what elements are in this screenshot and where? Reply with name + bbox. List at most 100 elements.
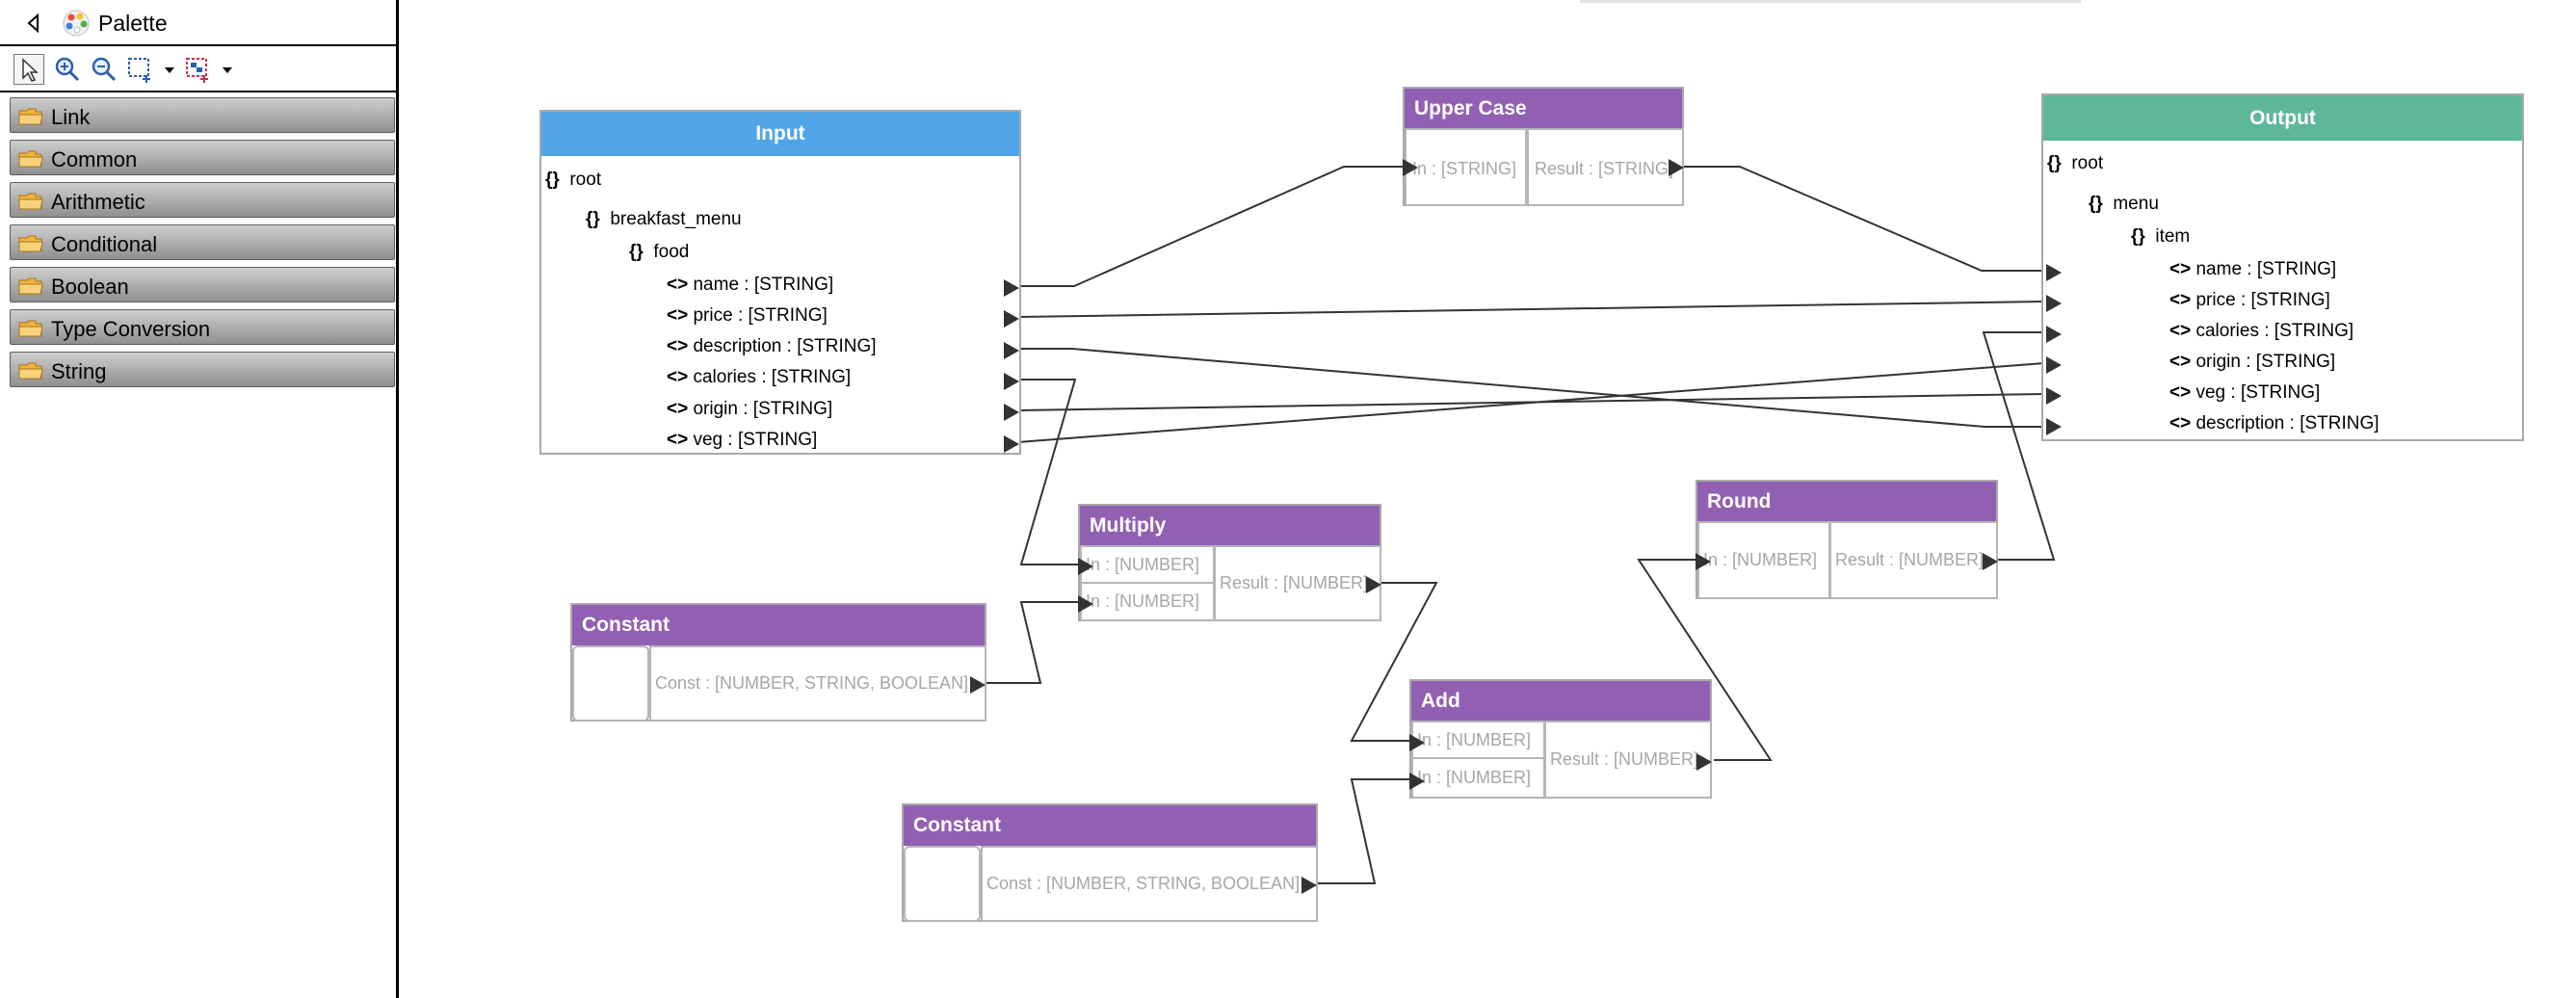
input-record-row[interactable]: {} food: [629, 242, 690, 262]
constant-output-connector[interactable]: Const : [NUMBER, STRING, BOOLEAN]: [981, 846, 1318, 922]
link-constant2-to-add: [1317, 778, 1409, 884]
constant-value-input[interactable]: [572, 645, 649, 722]
input-root-row[interactable]: {} root: [545, 170, 602, 190]
connector-label: In : [NUMBER]: [1086, 555, 1200, 574]
output-port-icon[interactable]: [1004, 435, 1019, 453]
drawer-common[interactable]: Common: [10, 140, 395, 175]
field-label: description : [STRING]: [693, 336, 877, 356]
input-field-description[interactable]: <> description : [STRING]: [667, 336, 877, 356]
output-port-icon[interactable]: [1983, 553, 1998, 570]
round-input-connector[interactable]: In : [NUMBER]: [1697, 521, 1830, 599]
operator-title: Add: [1411, 681, 1710, 721]
input-field-price[interactable]: <> price : [STRING]: [667, 305, 828, 326]
input-port-icon[interactable]: [2046, 418, 2062, 435]
drawer-string[interactable]: String: [10, 352, 395, 387]
connector-label: In : [NUMBER]: [1417, 730, 1532, 749]
input-port-icon[interactable]: [1078, 595, 1093, 613]
drawer-type-conversion[interactable]: Type Conversion: [10, 309, 395, 345]
input-port-icon[interactable]: [1078, 558, 1093, 575]
folder-icon: [18, 361, 43, 381]
link-name-to-uppercase: [1018, 166, 1405, 287]
input-port-icon[interactable]: [2046, 295, 2062, 312]
input-field-veg[interactable]: <> veg : [STRING]: [667, 430, 818, 450]
output-root-row[interactable]: {} root: [2047, 153, 2104, 173]
output-field-name[interactable]: <> name : [STRING]: [2169, 259, 2337, 279]
input-field-origin[interactable]: <> origin : [STRING]: [667, 399, 833, 419]
output-port-icon[interactable]: [1004, 310, 1019, 328]
input-port-icon[interactable]: [1409, 773, 1425, 790]
input-port-icon[interactable]: [2046, 326, 2062, 343]
multiply-result-connector[interactable]: Result : [NUMBER]: [1214, 545, 1381, 621]
input-schema-node[interactable]: Input {} root {} breakfast_menu {} food …: [539, 110, 1021, 455]
output-record-row[interactable]: {} item: [2131, 226, 2191, 247]
drawer-label: Type Conversion: [51, 317, 211, 341]
connector-label: Result : [NUMBER]: [1220, 573, 1369, 592]
output-field-calories[interactable]: <> calories : [STRING]: [2169, 321, 2354, 341]
input-port-icon[interactable]: [1695, 553, 1711, 570]
add-operator-node[interactable]: Add In : [NUMBER] In : [NUMBER] Result :…: [1409, 679, 1712, 799]
field-label: origin : [STRING]: [2195, 352, 2336, 372]
zoom-in-icon[interactable]: [52, 54, 83, 85]
drawer-link[interactable]: Link: [10, 97, 395, 133]
collapse-palette-icon[interactable]: [23, 13, 44, 34]
round-operator-node[interactable]: Round In : [NUMBER] Result : [NUMBER]: [1695, 480, 1998, 599]
field-label: description : [STRING]: [2195, 413, 2379, 433]
output-field-origin[interactable]: <> origin : [STRING]: [2169, 352, 2336, 372]
marquee-dropdown-icon[interactable]: [162, 54, 177, 85]
input-port-icon[interactable]: [2046, 387, 2062, 405]
output-port-icon[interactable]: [1004, 279, 1019, 297]
link-price-to-price: [1017, 301, 2045, 318]
output-port-icon[interactable]: [970, 676, 986, 694]
input-field-calories[interactable]: <> calories : [STRING]: [667, 367, 852, 387]
multiply-input-2[interactable]: In : [NUMBER]: [1080, 582, 1215, 621]
output-port-icon[interactable]: [1301, 877, 1317, 894]
output-menu-row[interactable]: {} menu: [2089, 194, 2159, 214]
zoom-out-icon[interactable]: [89, 54, 119, 85]
drawer-arithmetic[interactable]: Arithmetic: [10, 182, 395, 218]
input-port-icon[interactable]: [1409, 734, 1425, 751]
folder-icon: [18, 192, 43, 211]
connection-select-icon[interactable]: [183, 54, 214, 85]
output-port-icon[interactable]: [1004, 404, 1019, 421]
add-result-connector[interactable]: Result : [NUMBER]: [1544, 721, 1712, 799]
output-field-veg[interactable]: <> veg : [STRING]: [2169, 382, 2321, 403]
output-port-icon[interactable]: [1366, 576, 1381, 593]
constant-output-connector[interactable]: Const : [NUMBER, STRING, BOOLEAN]: [649, 645, 986, 722]
output-field-description[interactable]: <> description : [STRING]: [2169, 413, 2379, 433]
constant-value-input[interactable]: [904, 846, 981, 922]
output-port-icon[interactable]: [1004, 342, 1019, 359]
input-node-title: Input: [541, 112, 1019, 156]
operator-title: Upper Case: [1405, 89, 1682, 128]
field-label: price : [STRING]: [2195, 290, 2330, 310]
input-field-name[interactable]: <> name : [STRING]: [667, 275, 834, 295]
drawer-conditional[interactable]: Conditional: [10, 224, 395, 260]
add-input-1[interactable]: In : [NUMBER]: [1411, 721, 1545, 759]
marquee-select-icon[interactable]: [125, 54, 156, 85]
field-label: price : [STRING]: [693, 305, 828, 326]
input-port-icon[interactable]: [2046, 264, 2062, 281]
input-port-icon[interactable]: [2046, 356, 2062, 374]
multiply-operator-node[interactable]: Multiply In : [NUMBER] In : [NUMBER] Res…: [1078, 504, 1381, 621]
constant-operator-node-1[interactable]: Constant Const : [NUMBER, STRING, BOOLEA…: [570, 603, 986, 722]
input-port-icon[interactable]: [1403, 159, 1418, 176]
output-port-icon[interactable]: [1004, 373, 1019, 390]
round-result-connector[interactable]: Result : [NUMBER]: [1829, 521, 1998, 599]
output-port-icon[interactable]: [1696, 753, 1712, 771]
input-record-label: food: [653, 242, 690, 262]
field-label: calories : [STRING]: [693, 367, 852, 387]
add-input-2[interactable]: In : [NUMBER]: [1411, 757, 1545, 799]
constant-operator-node-2[interactable]: Constant Const : [NUMBER, STRING, BOOLEA…: [902, 803, 1318, 922]
multiply-input-1[interactable]: In : [NUMBER]: [1080, 545, 1215, 584]
uppercase-result-connector[interactable]: Result : [STRING]: [1527, 128, 1684, 206]
output-port-icon[interactable]: [1669, 159, 1684, 176]
input-menu-row[interactable]: {} breakfast_menu: [586, 209, 742, 229]
operator-title: Round: [1697, 482, 1996, 521]
link-origin-to-veg: [1017, 393, 2045, 411]
connection-dropdown-icon[interactable]: [220, 54, 235, 85]
select-pointer-icon[interactable]: [13, 54, 44, 85]
uppercase-input-connector[interactable]: In : [STRING]: [1405, 128, 1527, 206]
output-schema-node[interactable]: Output {} root {} menu {} item <> name :…: [2041, 93, 2524, 441]
drawer-boolean[interactable]: Boolean: [10, 267, 395, 302]
output-field-price[interactable]: <> price : [STRING]: [2169, 290, 2330, 310]
uppercase-operator-node[interactable]: Upper Case In : [STRING] Result : [STRIN…: [1403, 87, 1684, 206]
